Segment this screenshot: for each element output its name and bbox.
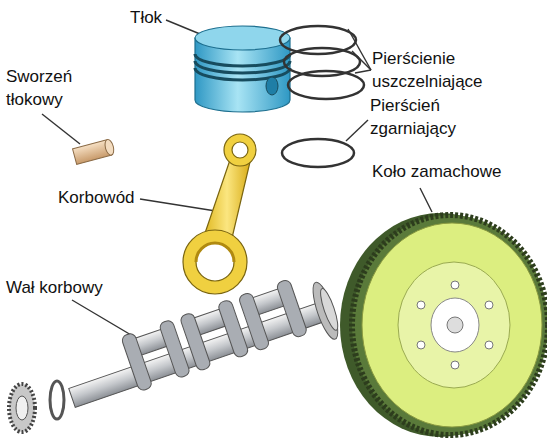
crank-flange [308,280,343,342]
pin-end [103,139,115,157]
rod-small-end [224,134,256,166]
flywheel-recess [398,262,510,388]
rod-big-hole [196,243,234,281]
flange-face [317,287,341,332]
pin-boss [266,77,278,95]
compression-ring [288,71,364,99]
washer [50,381,64,419]
leader-line [346,120,368,141]
rod-shank [204,160,250,238]
bolt-holes [417,281,493,369]
part-label: Korbowód [58,186,158,209]
flywheel-hub [431,298,479,352]
gear-bore [16,396,28,420]
rod-bearing [196,243,234,262]
crank-web [276,279,308,338]
piston-pin [73,139,116,165]
leader-line [355,70,371,73]
timing-gear [9,384,35,432]
piston-crown [195,26,290,50]
flywheel-hole [447,317,463,333]
connecting-rod [183,134,256,294]
leader-line [140,199,222,212]
flywheel-face [362,223,542,427]
leader-line [42,114,80,144]
bolt-hole [485,301,493,309]
bolt-hole [417,301,425,309]
part-label: Sworzeń tłokowy [6,65,86,111]
bolt-hole [417,341,425,349]
rod-big-end [183,230,247,294]
part-label: Wał korbowy [6,276,156,299]
crank-web [121,332,153,391]
part-label: Pierścienie uszczelniające [372,47,497,93]
flywheel-gear [352,215,547,435]
ring-groove [195,68,290,80]
bolt-hole [485,341,493,349]
part-label: Tłok [130,6,190,29]
bolt-hole [451,281,459,289]
ring-groove [195,61,290,73]
crank-web [238,292,270,351]
leader-line [166,20,200,34]
ring-groove [195,54,290,66]
piston [195,26,290,112]
rod-small-hole [232,142,248,158]
crank-web [179,312,211,371]
flywheel [340,213,547,437]
rings [280,26,364,167]
scraper-ring [282,139,354,167]
part-label: Pierścień zgarniający [370,94,480,140]
part-label: Koło zamachowe [372,160,542,183]
bolt-hole [451,361,459,369]
leader-line [420,188,432,212]
